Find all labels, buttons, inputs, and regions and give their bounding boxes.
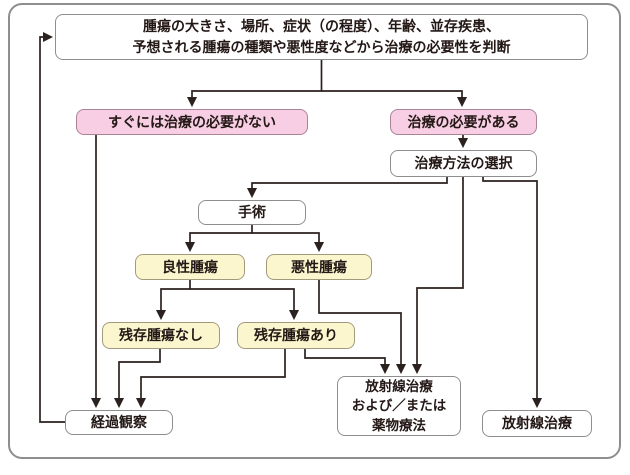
node-assessment: 腫瘍の大きさ、場所、症状（の程度）、年齢、並存疾患、 予想される腫瘍の種類や悪性… [55,14,588,60]
connector-surgery-to-malignant [252,232,325,253]
node-benign-tumor: 良性腫瘍 [135,254,245,280]
connector-method-selection-to-radiation-drug [411,177,464,375]
connector-assessment-to-no-treatment [186,60,323,108]
residual-label: 残存腫瘍あり [254,327,338,344]
surgery-label: 手術 [238,204,266,221]
node-no-treatment-needed: すぐには治療の必要がない [76,109,308,135]
node-no-residual-tumor: 残存腫瘍なし [102,322,220,349]
node-surgery: 手術 [198,200,306,225]
connector-benign-to-no-residual [155,280,191,321]
node-followup-observation: 経過観察 [65,410,173,435]
node-method-selection: 治療方法の選択 [390,150,537,177]
radiation-drug-line3: 薬物療法 [372,417,426,433]
treatment-needed-label: 治療の必要がある [407,113,520,130]
no-treatment-label: すぐには治療の必要がない [108,113,276,130]
malignant-label: 悪性腫瘍 [291,258,347,275]
node-treatment-needed: 治療の必要がある [390,109,537,135]
connector-no-residual-to-followup [113,349,161,409]
assessment-line2: 予想される腫瘍の種類や悪性度などから治療の必要性を判断 [132,39,511,55]
connector-malignant-to-radiation-drug [318,280,407,375]
connector-method-selection-to-surgery [246,177,448,199]
connector-benign-to-residual [190,288,300,321]
node-radiation-and-or-drug-therapy: 放射線治療 および／または 薬物療法 [337,376,461,436]
assessment-line1: 腫瘍の大きさ、場所、症状（の程度）、年齢、並存疾患、 [143,18,500,34]
no-residual-label: 残存腫瘍なし [119,327,203,344]
connector-surgery-to-benign [184,225,253,253]
radiation-drug-line2: および／または [351,398,447,414]
method-selection-label: 治療方法の選択 [414,155,513,172]
connector-assessment-to-treatment-needed [321,90,468,108]
outer-frame [8,3,621,459]
benign-label: 良性腫瘍 [162,258,218,275]
node-residual-tumor: 残存腫瘍あり [237,322,355,349]
node-malignant-tumor: 悪性腫瘍 [266,254,372,280]
connector-followup-feedback-to-assessment [39,31,65,423]
radiation-drug-line1: 放射線治療 [365,379,433,395]
node-radiation-therapy: 放射線治療 [482,410,592,437]
connector-residual-to-followup [135,349,286,409]
followup-label: 経過観察 [91,414,147,431]
connector-method-selection-to-radiation [482,177,543,409]
radiation-label: 放射線治療 [502,415,572,432]
connector-residual-to-radiation-drug [304,349,391,375]
